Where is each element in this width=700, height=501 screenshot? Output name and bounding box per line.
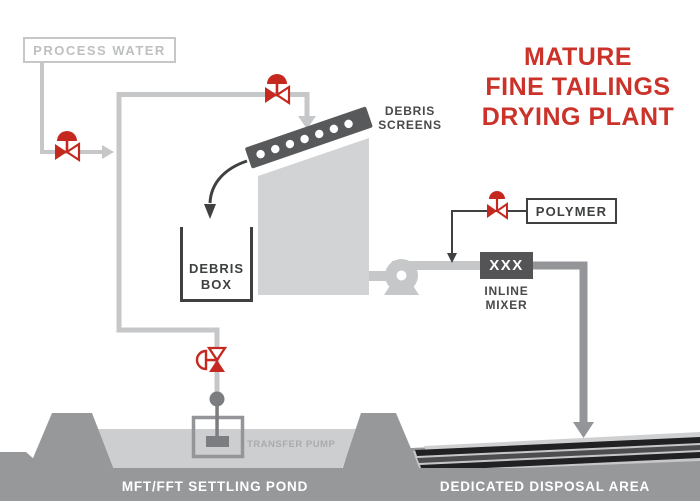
polymer-box: POLYMER xyxy=(526,198,617,224)
terrain xyxy=(0,413,700,501)
inline-mixer-box: XXX xyxy=(480,252,533,279)
pump-inlet-pipe xyxy=(366,271,388,281)
debris-box-label2: BOX xyxy=(200,277,233,292)
page-title: MATURE FINE TAILINGS DRYING PLANT xyxy=(460,42,696,132)
polymer-label: POLYMER xyxy=(535,203,608,219)
title-line2: FINE TAILINGS xyxy=(485,73,671,101)
flow-arrow-icon xyxy=(102,145,114,159)
valve-icon xyxy=(265,74,291,106)
flow-arrow-icon xyxy=(298,116,316,129)
tailings-layer xyxy=(420,452,700,471)
title-line1: MATURE xyxy=(523,43,633,71)
tailings-layer xyxy=(415,437,700,456)
transfer-pump-label: TRANSFER PUMP xyxy=(247,439,336,450)
debris-screens-label: DEBRIS SCREENS xyxy=(378,104,442,132)
disposal-area-label: DEDICATED DISPOSAL AREA xyxy=(439,479,651,494)
debris-screen-icon xyxy=(245,106,373,169)
debris-arrow-icon xyxy=(204,159,248,219)
pump-outlet-pipe xyxy=(392,261,482,270)
process-water-label: PROCESS WATER xyxy=(33,42,166,58)
title-line3: DRYING PLANT xyxy=(481,103,675,131)
plant-body xyxy=(258,138,369,295)
flow-arrow-icon xyxy=(447,253,457,263)
settling-pond-water xyxy=(96,429,358,468)
inline-mixer-label: INLINE MIXER xyxy=(484,284,529,312)
valve-icon xyxy=(195,346,228,372)
berm xyxy=(28,413,114,470)
debris-box: DEBRIS BOX xyxy=(180,227,253,302)
process-water-box: PROCESS WATER xyxy=(23,37,176,63)
debris-box-label1: DEBRIS xyxy=(188,261,245,276)
transfer-pump-icon xyxy=(191,391,245,459)
tailings-layer xyxy=(417,445,700,463)
berm xyxy=(342,413,420,470)
ground-band xyxy=(0,468,700,501)
valve-icon xyxy=(487,191,508,220)
flow-arrow-icon xyxy=(573,422,594,438)
process-water-pipe xyxy=(40,60,102,154)
disposal-pipe xyxy=(533,261,594,438)
inline-mixer-code: XXX xyxy=(489,257,524,274)
process-pipes xyxy=(40,60,482,393)
valve-icon xyxy=(55,131,81,163)
settling-pond-label: MFT/FFT SETTLING POND xyxy=(121,479,309,494)
pump-icon xyxy=(384,259,419,295)
screen-feed-pipe xyxy=(116,92,310,117)
